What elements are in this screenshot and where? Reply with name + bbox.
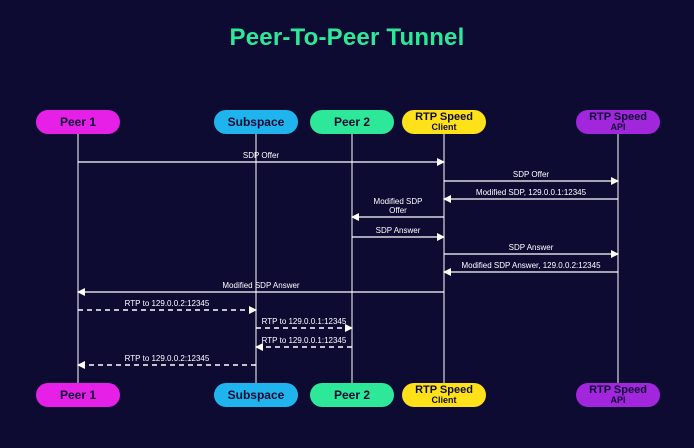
participant-label: Client bbox=[431, 122, 457, 132]
participant-label: Peer 2 bbox=[333, 115, 371, 129]
message-label: Modified SDP, 129.0.0.1:12345 bbox=[476, 188, 587, 197]
message-label: Offer bbox=[389, 206, 407, 215]
participant-label: RTP Speed bbox=[415, 384, 473, 396]
message-label: RTP to 129.0.0.1:12345 bbox=[262, 336, 347, 345]
participant-label: Subspace bbox=[227, 388, 285, 402]
message-10: RTP to 129.0.0.1:12345 bbox=[256, 317, 353, 332]
message-label: SDP Answer bbox=[376, 226, 421, 235]
participant-label: API bbox=[610, 395, 626, 405]
message-1: SDP Offer bbox=[78, 151, 445, 166]
message-12: RTP to 129.0.0.2:12345 bbox=[77, 354, 256, 369]
message-label: RTP to 129.0.0.2:12345 bbox=[125, 354, 210, 363]
participant-subspace-bottom: Subspace bbox=[214, 383, 298, 407]
message-label: Modified SDP bbox=[374, 197, 423, 206]
participant-label: Client bbox=[431, 395, 457, 405]
participant-label: API bbox=[610, 122, 626, 132]
participant-subspace-top: Subspace bbox=[214, 110, 298, 134]
message-label: SDP Answer bbox=[509, 243, 554, 252]
message-7: Modified SDP Answer, 129.0.0.2:12345 bbox=[443, 261, 618, 276]
message-9: RTP to 129.0.0.2:12345 bbox=[78, 299, 257, 314]
message-8: Modified SDP Answer bbox=[77, 281, 444, 296]
message-label: SDP Offer bbox=[513, 170, 550, 179]
message-5: SDP Answer bbox=[352, 226, 445, 241]
message-2: SDP Offer bbox=[444, 170, 619, 185]
message-label: Modified SDP Answer, 129.0.0.2:12345 bbox=[461, 261, 601, 270]
message-label: RTP to 129.0.0.2:12345 bbox=[125, 299, 210, 308]
message-label: RTP to 129.0.0.1:12345 bbox=[262, 317, 347, 326]
participant-label: RTP Speed bbox=[589, 111, 647, 123]
participant-label: Peer 2 bbox=[333, 388, 371, 402]
participant-label: RTP Speed bbox=[589, 384, 647, 396]
message-11: RTP to 129.0.0.1:12345 bbox=[255, 336, 352, 351]
participant-label: Subspace bbox=[227, 115, 285, 129]
participant-label: RTP Speed bbox=[415, 111, 473, 123]
message-3: Modified SDP, 129.0.0.1:12345 bbox=[443, 188, 618, 203]
participant-peer2-top: Peer 2 bbox=[310, 110, 394, 134]
participant-peer1-bottom: Peer 1 bbox=[36, 383, 120, 407]
message-label: SDP Offer bbox=[243, 151, 280, 160]
participant-label: Peer 1 bbox=[59, 115, 97, 129]
diagram-title: Peer-To-Peer Tunnel bbox=[229, 24, 465, 51]
message-label: Modified SDP Answer bbox=[222, 281, 300, 290]
participant-label: Peer 1 bbox=[59, 388, 97, 402]
participant-peer2-bottom: Peer 2 bbox=[310, 383, 394, 407]
participant-peer1-top: Peer 1 bbox=[36, 110, 120, 134]
message-6: SDP Answer bbox=[444, 243, 619, 258]
